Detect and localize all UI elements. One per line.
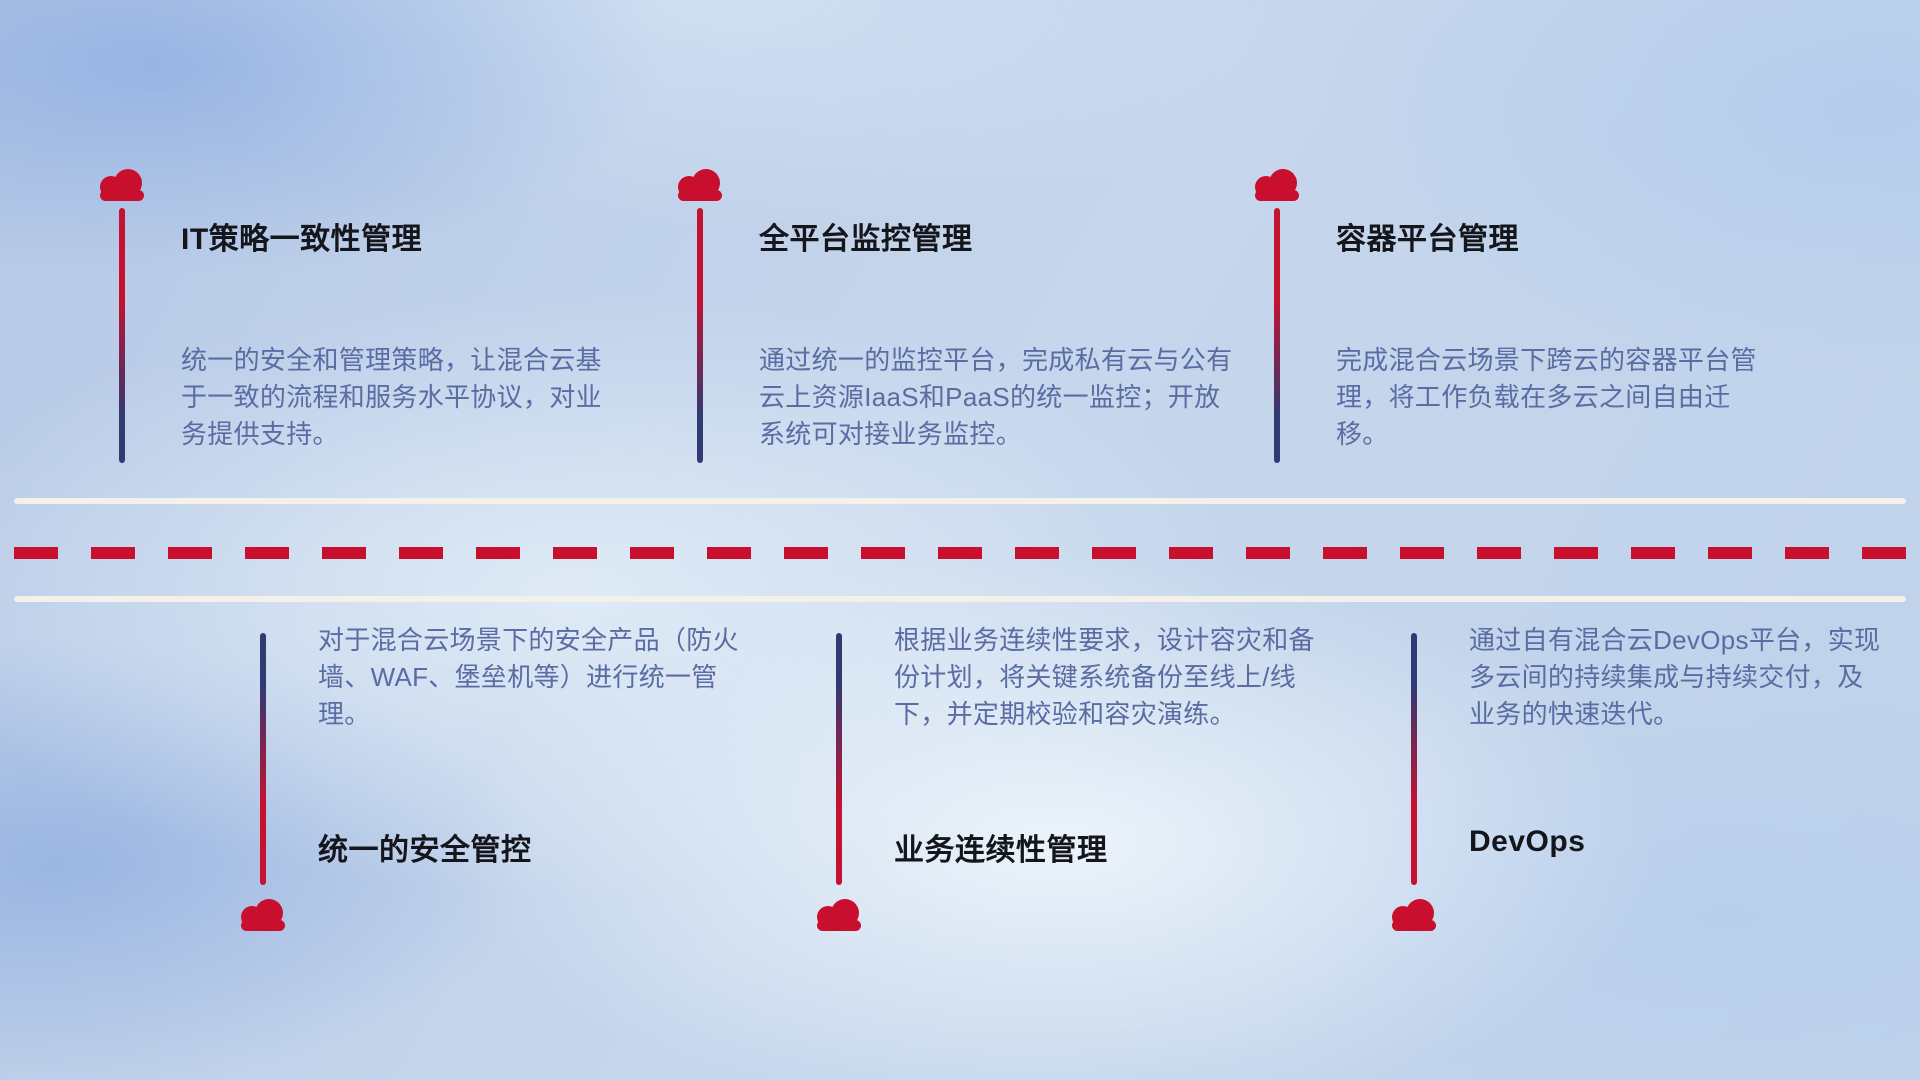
cloud-icon [1387, 896, 1441, 936]
timeline-stem [1274, 208, 1280, 463]
item-title: 业务连续性管理 [894, 834, 1108, 867]
road-line-bottom [14, 596, 1906, 602]
item-description: 对于混合云场景下的安全产品（防火墙、WAF、堡垒机等）进行统一管理。 [318, 625, 739, 729]
timeline-stem [697, 208, 703, 463]
cloud-icon [236, 896, 290, 936]
item-description: 统一的安全和管理策略，让混合云基于一致的流程和服务水平协议，对业务提供支持。 [181, 345, 602, 449]
cloud-icon [673, 166, 727, 206]
item-description: 根据业务连续性要求，设计容灾和备份计划，将关键系统备份至线上/线下，并定期校验和… [894, 625, 1315, 729]
item-description: 完成混合云场景下跨云的容器平台管理，将工作负载在多云之间自由迁移。 [1336, 345, 1757, 449]
cloud-icon [1250, 166, 1304, 206]
timeline-stem [119, 208, 125, 463]
item-it-policy-management: IT策略一致性管理 统一的安全和管理策略，让混合云基于一致的流程和服务水平协议，… [92, 166, 712, 496]
item-title: 全平台监控管理 [759, 223, 973, 256]
item-description: 通过统一的监控平台，完成私有云与公有云上资源IaaS和PaaS的统一监控；开放系… [759, 345, 1233, 449]
item-title: 容器平台管理 [1336, 223, 1519, 256]
timeline-stem [260, 633, 266, 885]
road-line-top [14, 498, 1906, 504]
item-business-continuity: 根据业务连续性要求，设计容灾和备份计划，将关键系统备份至线上/线下，并定期校验和… [809, 615, 1429, 945]
item-description: 通过自有混合云DevOps平台，实现多云间的持续集成与持续交付，及业务的快速迭代… [1469, 625, 1881, 729]
item-devops: 通过自有混合云DevOps平台，实现多云间的持续集成与持续交付，及业务的快速迭代… [1384, 615, 1920, 945]
item-platform-monitoring: 全平台监控管理 通过统一的监控平台，完成私有云与公有云上资源IaaS和PaaS的… [670, 166, 1290, 496]
cloud-icon [95, 166, 149, 206]
timeline-stem [1411, 633, 1417, 885]
item-title: 统一的安全管控 [318, 834, 532, 867]
road-dashed-line [14, 547, 1906, 559]
timeline-stem [836, 633, 842, 885]
item-security-control: 对于混合云场景下的安全产品（防火墙、WAF、堡垒机等）进行统一管理。 统一的安全… [233, 615, 853, 945]
cloud-icon [812, 896, 866, 936]
item-container-platform: 容器平台管理 完成混合云场景下跨云的容器平台管理，将工作负载在多云之间自由迁移。 [1247, 166, 1867, 496]
item-title: DevOps [1469, 825, 1586, 858]
item-title: IT策略一致性管理 [181, 223, 423, 256]
